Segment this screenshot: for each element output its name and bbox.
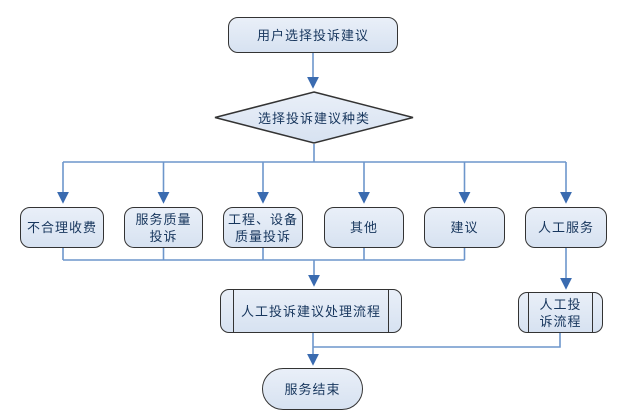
node-manual-service-label: 人工服务	[537, 220, 594, 235]
node-engineering-equipment-quality-complaint: 工程、设备 质量投诉	[223, 207, 303, 248]
node-manual-complaint-suggestion-process-label: 人工投诉建议处理流程	[240, 303, 381, 319]
node-select-complaint-type: 选择投诉建议种类	[213, 91, 415, 144]
connector-complaint-return	[313, 333, 561, 348]
predefined-process-bar-left	[528, 293, 529, 332]
node-manual-complaint-process-label: 人工投 诉流程	[539, 296, 582, 329]
node-engineering-equipment-quality-complaint-label: 工程、设备 质量投诉	[227, 211, 298, 244]
predefined-process-bar-right	[388, 290, 389, 332]
node-suggestion-label: 建议	[450, 220, 479, 235]
node-other-label: 其他	[349, 220, 378, 235]
node-suggestion: 建议	[424, 207, 505, 248]
predefined-process-bar-right	[592, 293, 593, 332]
node-unreasonable-charges-label: 不合理收费	[26, 220, 97, 235]
node-select-complaint-type-label: 选择投诉建议种类	[257, 111, 370, 126]
node-manual-service: 人工服务	[525, 207, 607, 248]
node-service-quality-complaint-label: 服务质量 投诉	[135, 211, 192, 244]
predefined-process-bar-left	[233, 290, 234, 332]
node-service-end: 服务结束	[262, 368, 363, 410]
node-user-select-complaint-label: 用户选择投诉建议	[256, 27, 369, 43]
node-manual-complaint-process: 人工投 诉流程	[518, 292, 603, 333]
node-service-quality-complaint: 服务质量 投诉	[124, 207, 203, 248]
node-other: 其他	[324, 207, 404, 248]
node-service-end-label: 服务结束	[284, 381, 341, 397]
node-unreasonable-charges: 不合理收费	[20, 207, 104, 248]
node-user-select-complaint: 用户选择投诉建议	[228, 17, 398, 53]
node-manual-complaint-suggestion-process: 人工投诉建议处理流程	[220, 289, 402, 333]
decision-diamond-shape	[214, 91, 414, 144]
